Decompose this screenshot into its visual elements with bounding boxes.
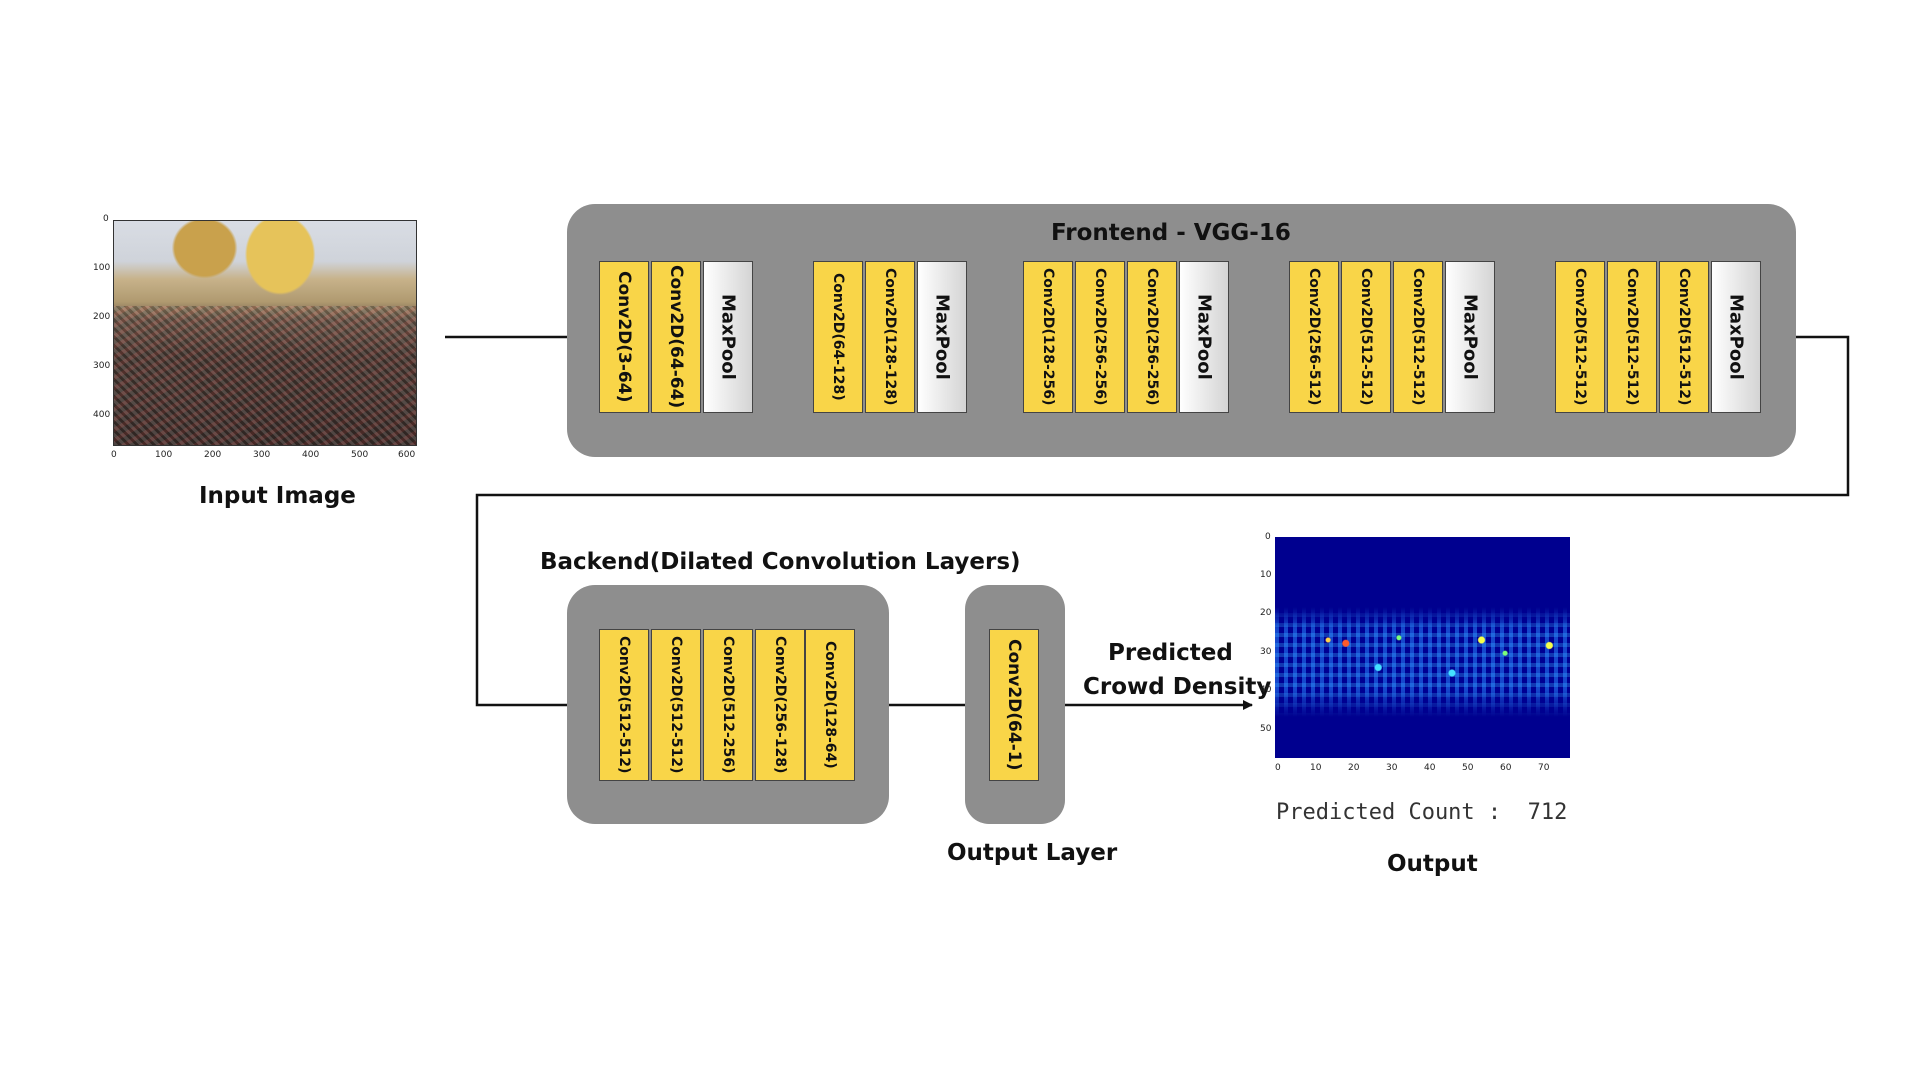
input-xtick: 600 xyxy=(398,450,416,460)
input-ytick: 300 xyxy=(93,361,111,371)
frontend-conv-layer: Conv2D(128-128) xyxy=(865,261,915,413)
input-xtick: 100 xyxy=(155,450,173,460)
input-image xyxy=(113,220,417,446)
backend-conv-layer: Conv2D(512-512) xyxy=(651,629,701,781)
predicted-count-text: Predicted Count : 712 xyxy=(1276,800,1568,825)
density-heatmap xyxy=(1275,537,1570,758)
frontend-maxpool-layer: MaxPool xyxy=(1711,261,1761,413)
input-xtick: 500 xyxy=(351,450,369,460)
arrow-label-line2: Crowd Density xyxy=(1083,674,1272,700)
arrow-frontend-to-backend xyxy=(475,335,1850,710)
frontend-conv-layer: Conv2D(64-128) xyxy=(813,261,863,413)
input-ytick: 200 xyxy=(93,312,111,322)
frontend-conv-layer: Conv2D(256-256) xyxy=(1075,261,1125,413)
frontend-conv-layer: Conv2D(256-256) xyxy=(1127,261,1177,413)
input-xtick: 400 xyxy=(302,450,320,460)
frontend-conv-layer: Conv2D(512-512) xyxy=(1607,261,1657,413)
frontend-conv-layer: Conv2D(256-512) xyxy=(1289,261,1339,413)
input-ytick: 100 xyxy=(93,263,111,273)
input-xtick: 300 xyxy=(253,450,271,460)
output-xtick: 0 xyxy=(1275,763,1281,773)
input-image-plot: 0 100 200 300 400 0 100 200 300 400 500 … xyxy=(93,214,417,460)
frontend-title: Frontend - VGG-16 xyxy=(1051,220,1291,246)
output-ytick: 50 xyxy=(1260,724,1272,734)
output-ytick: 10 xyxy=(1260,570,1272,580)
output-xtick: 20 xyxy=(1348,763,1360,773)
frontend-maxpool-layer: MaxPool xyxy=(1179,261,1229,413)
backend-conv-layer: Conv2D(512-512) xyxy=(599,629,649,781)
output-xtick: 60 xyxy=(1500,763,1512,773)
backend-conv-layer: Conv2D(512-256) xyxy=(703,629,753,781)
output-conv-layer: Conv2D(64-1) xyxy=(989,629,1039,781)
frontend-conv-layer: Conv2D(128-256) xyxy=(1023,261,1073,413)
backend-conv-layer: Conv2D(256-128) xyxy=(755,629,805,781)
density-map-plot: 0 10 20 30 40 50 0 10 20 30 40 50 60 70 xyxy=(1260,532,1570,773)
input-ytick: 400 xyxy=(93,410,111,420)
output-ytick: 0 xyxy=(1265,532,1271,542)
output-ytick: 40 xyxy=(1260,685,1272,695)
frontend-conv-layer: Conv2D(3-64) xyxy=(599,261,649,413)
frontend-conv-layer: Conv2D(512-512) xyxy=(1659,261,1709,413)
arrow-label-line1: Predicted xyxy=(1108,640,1233,666)
output-layer-label: Output Layer xyxy=(947,840,1118,866)
output-label: Output xyxy=(1387,851,1478,877)
frontend-conv-layer: Conv2D(64-64) xyxy=(651,261,701,413)
backend-conv-layer: Conv2D(128-64) xyxy=(805,629,855,781)
output-xtick: 50 xyxy=(1462,763,1474,773)
frontend-conv-layer: Conv2D(512-512) xyxy=(1341,261,1391,413)
output-xtick: 30 xyxy=(1386,763,1398,773)
input-ytick: 0 xyxy=(103,214,109,224)
input-xtick: 0 xyxy=(111,450,117,460)
frontend-maxpool-layer: MaxPool xyxy=(917,261,967,413)
input-xtick: 200 xyxy=(204,450,222,460)
output-xtick: 70 xyxy=(1538,763,1550,773)
output-ytick: 20 xyxy=(1260,608,1272,618)
backend-title: Backend(Dilated Convolution Layers) xyxy=(540,549,1021,575)
frontend-maxpool-layer: MaxPool xyxy=(703,261,753,413)
output-ytick: 30 xyxy=(1260,647,1272,657)
frontend-conv-layer: Conv2D(512-512) xyxy=(1393,261,1443,413)
frontend-maxpool-layer: MaxPool xyxy=(1445,261,1495,413)
output-xtick: 40 xyxy=(1424,763,1436,773)
frontend-conv-layer: Conv2D(512-512) xyxy=(1555,261,1605,413)
output-xtick: 10 xyxy=(1310,763,1322,773)
input-image-label: Input Image xyxy=(199,483,356,509)
